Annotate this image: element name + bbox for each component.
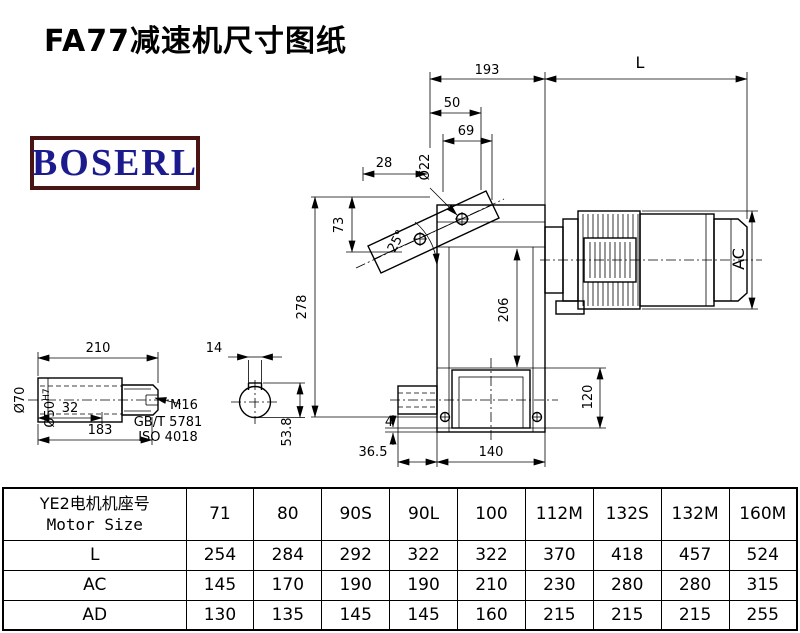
dim-label-32: 32	[62, 401, 79, 416]
dim-206: 206	[497, 248, 521, 368]
cell-AC-90S: 190	[321, 569, 391, 601]
dimension-table: YE2电机机座号 Motor Size 71 80 90S 90L 100 11…	[2, 487, 798, 631]
thread-label: M16	[170, 398, 198, 413]
col-header-90L: 90L	[389, 487, 458, 541]
cell-AC-90L: 190	[389, 569, 458, 601]
cell-AD-100: 160	[457, 599, 526, 631]
page-title: FA77减速机尺寸图纸	[44, 24, 348, 59]
dim-label-69: 69	[458, 124, 475, 139]
cell-AC-71: 145	[185, 569, 255, 601]
dim-label-4: 4	[385, 415, 393, 430]
dim-label-36-5: 36.5	[359, 445, 388, 460]
dim-4: 4	[385, 415, 452, 445]
col-header-112M: 112M	[524, 487, 594, 541]
dim-label-o70: Ø70	[13, 387, 28, 414]
standard-gbt: GB/T 5781	[134, 415, 203, 430]
dim-label-14: 14	[206, 341, 223, 356]
cell-AD-132S: 215	[592, 599, 662, 631]
row-label-AC: AC	[2, 569, 187, 601]
col-header-132M: 132M	[660, 487, 730, 541]
cell-AD-90L: 145	[389, 599, 458, 631]
input-flange	[355, 190, 505, 274]
dim-278: 278	[295, 196, 437, 418]
dim-label-73: 73	[332, 217, 347, 234]
shaft-end-view: 14 53.8	[206, 341, 305, 446]
cell-AC-80: 170	[253, 569, 323, 601]
logo-text: BOSERL	[31, 142, 199, 184]
standard-iso: ISO 4018	[138, 430, 198, 445]
dim-label-140: 140	[479, 445, 504, 460]
cell-L-160M: 524	[728, 539, 798, 571]
cell-AC-132M: 280	[660, 569, 730, 601]
cell-L-132M: 457	[660, 539, 730, 571]
cell-L-112M: 370	[524, 539, 594, 571]
table-row-AD: AD 130 135 145 145 160 215 215 215 255	[2, 599, 798, 631]
dim-36-5: 36.5	[359, 414, 438, 467]
cell-AD-90S: 145	[321, 599, 391, 631]
frame-size-header: YE2电机机座号 Motor Size	[2, 487, 187, 541]
cell-AD-160M: 255	[728, 599, 798, 631]
boserl-logo: BOSERL	[30, 136, 200, 190]
cell-AD-112M: 215	[524, 599, 594, 631]
dim-label-183: 183	[88, 423, 113, 438]
row-label-AD: AD	[2, 599, 187, 631]
dim-73: 73	[311, 196, 430, 253]
dim-label-193: 193	[475, 63, 500, 78]
hollow-shaft-detail: 210 Ø70 Ø50H7 32 183	[13, 341, 172, 445]
table-row-L: L 254 284 292 322 322 370 418 457 524	[2, 539, 798, 571]
table-header-row: YE2电机机座号 Motor Size 71 80 90S 90L 100 11…	[2, 487, 798, 541]
thread-callout: M16 GB/T 5781 ISO 4018	[134, 397, 203, 445]
dim-193: 193	[429, 63, 546, 205]
cell-AC-100: 210	[457, 569, 526, 601]
dim-label-50: 50	[444, 96, 461, 111]
cell-AD-71: 130	[185, 599, 255, 631]
dim-label-L: L	[636, 53, 645, 72]
motor	[540, 210, 762, 315]
dim-label-210: 210	[86, 341, 111, 356]
cell-L-71: 254	[185, 539, 255, 571]
dim-L: L	[544, 53, 748, 219]
frame-size-header-en: Motor Size	[46, 515, 143, 535]
cell-AC-132S: 280	[592, 569, 662, 601]
cell-L-132S: 418	[592, 539, 662, 571]
col-header-80: 80	[253, 487, 323, 541]
dim-label-120: 120	[581, 385, 596, 410]
cell-AD-132M: 215	[660, 599, 730, 631]
cell-L-90S: 292	[321, 539, 391, 571]
dim-label-AC: AC	[729, 248, 748, 270]
cell-L-80: 284	[253, 539, 323, 571]
dim-AC: AC	[642, 210, 758, 310]
technical-drawing: 193 L 50 69 Ø22 28 25° 73 278	[13, 53, 762, 467]
dim-label-28: 28	[376, 156, 393, 171]
bore-dia-text: Ø50	[43, 401, 58, 428]
cell-AD-80: 135	[253, 599, 323, 631]
table-row-AC: AC 145 170 190 190 210 230 280 280 315	[2, 569, 798, 601]
dim-label-278: 278	[295, 295, 310, 320]
cell-L-90L: 322	[389, 539, 458, 571]
cell-L-100: 322	[457, 539, 526, 571]
dim-50: 50	[429, 96, 482, 190]
row-label-L: L	[2, 539, 187, 571]
dim-label-53-8: 53.8	[280, 418, 295, 447]
col-header-100: 100	[457, 487, 526, 541]
dim-label-o50h7: Ø50H7	[42, 388, 58, 427]
cell-AC-112M: 230	[524, 569, 594, 601]
dim-69: 69	[442, 124, 493, 200]
dim-label-25deg: 25°	[385, 228, 409, 255]
col-header-132S: 132S	[592, 487, 662, 541]
col-header-90S: 90S	[321, 487, 391, 541]
dim-140: 140	[436, 432, 546, 467]
col-header-71: 71	[185, 487, 255, 541]
fan-cover	[713, 218, 748, 302]
dim-120: 120	[530, 367, 606, 429]
dim-label-206: 206	[497, 298, 512, 323]
dim-label-o22: Ø22	[418, 154, 433, 181]
col-header-160M: 160M	[728, 487, 798, 541]
dim-28: 28	[362, 156, 428, 181]
bore-tol-text: H7	[42, 388, 52, 401]
frame-size-header-cn: YE2电机机座号	[39, 494, 150, 514]
cell-AC-160M: 315	[728, 569, 798, 601]
